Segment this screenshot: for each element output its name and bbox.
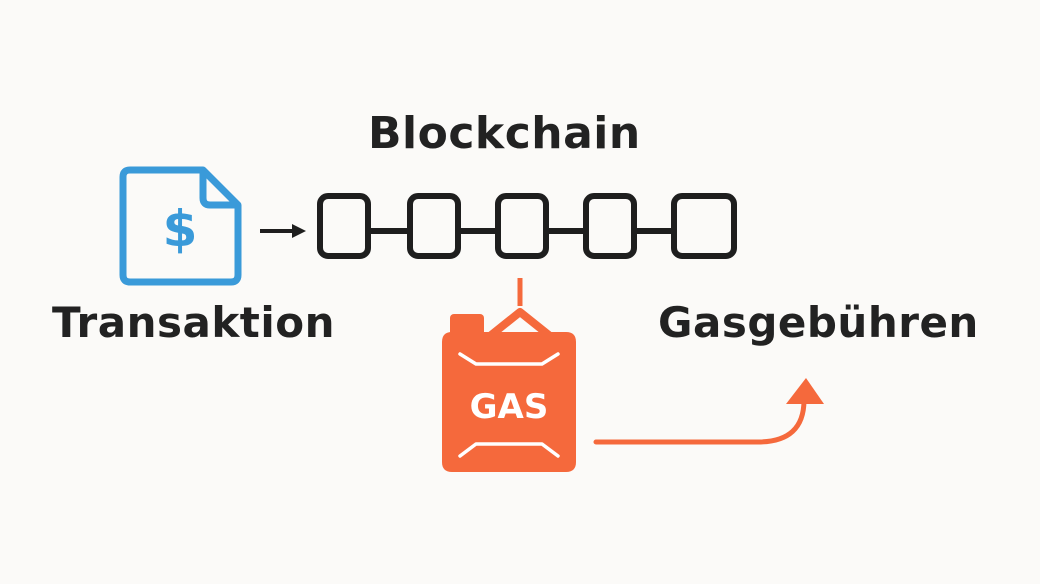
- gas-can-label: GAS: [470, 387, 549, 427]
- chain-block: [495, 193, 549, 259]
- chain-block: [583, 193, 637, 259]
- chain-block: [407, 193, 461, 259]
- transaction-label: Transaktion: [52, 298, 335, 347]
- dollar-symbol: $: [163, 200, 198, 258]
- chain-block: [671, 193, 737, 259]
- gas-can-icon: GAS: [442, 308, 576, 472]
- dollar-document-icon: $: [119, 166, 242, 286]
- arrow-right-icon: [260, 224, 306, 238]
- blockchain-chain: [317, 193, 737, 259]
- chain-block: [317, 193, 371, 259]
- gas-fees-label: Gasgebühren: [658, 298, 979, 347]
- blockchain-title: Blockchain: [368, 108, 641, 159]
- curved-arrow-up-icon: [593, 378, 824, 445]
